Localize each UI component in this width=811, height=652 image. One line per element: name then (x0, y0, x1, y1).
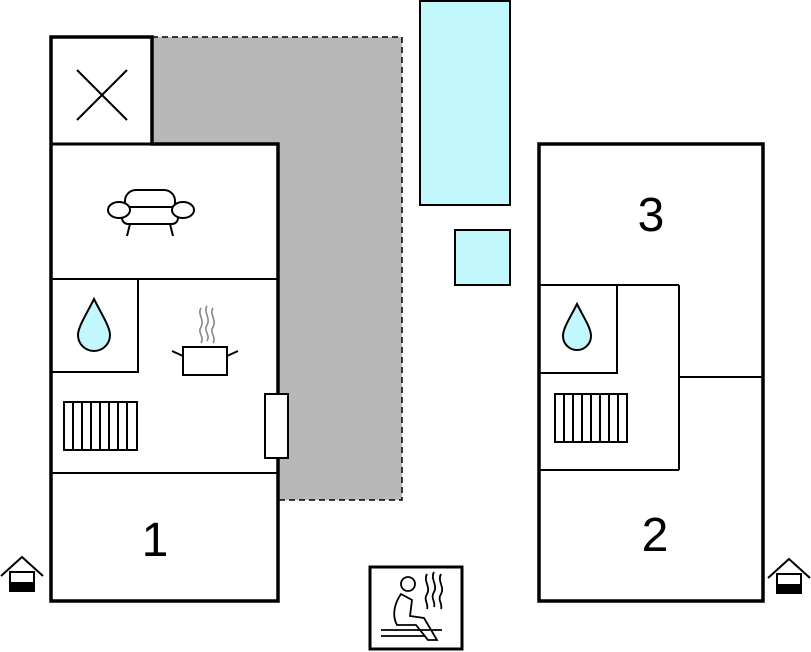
room-2-label: 2 (642, 509, 669, 562)
left-bathroom-wall (51, 279, 139, 373)
water-drop-icon (76, 296, 112, 352)
pool (419, 0, 511, 206)
left-building-outline (49, 35, 280, 603)
room-3-label: 3 (638, 189, 665, 242)
terrace-door (264, 393, 289, 459)
sauna-icon (368, 565, 464, 651)
radiator-icon (63, 401, 138, 451)
pool-small-basin (454, 229, 511, 286)
terrace-area (151, 36, 403, 501)
entrance-house-icon (0, 555, 44, 592)
water-drop-icon (561, 301, 593, 351)
radiator-icon (554, 393, 628, 443)
cooking-pot-icon (171, 305, 239, 376)
sofa-icon (107, 189, 195, 237)
room-1-label: 1 (142, 514, 169, 567)
right-bathroom-wall (539, 285, 618, 374)
crossed-box-icon (76, 69, 128, 121)
entrance-house-icon (767, 557, 811, 594)
